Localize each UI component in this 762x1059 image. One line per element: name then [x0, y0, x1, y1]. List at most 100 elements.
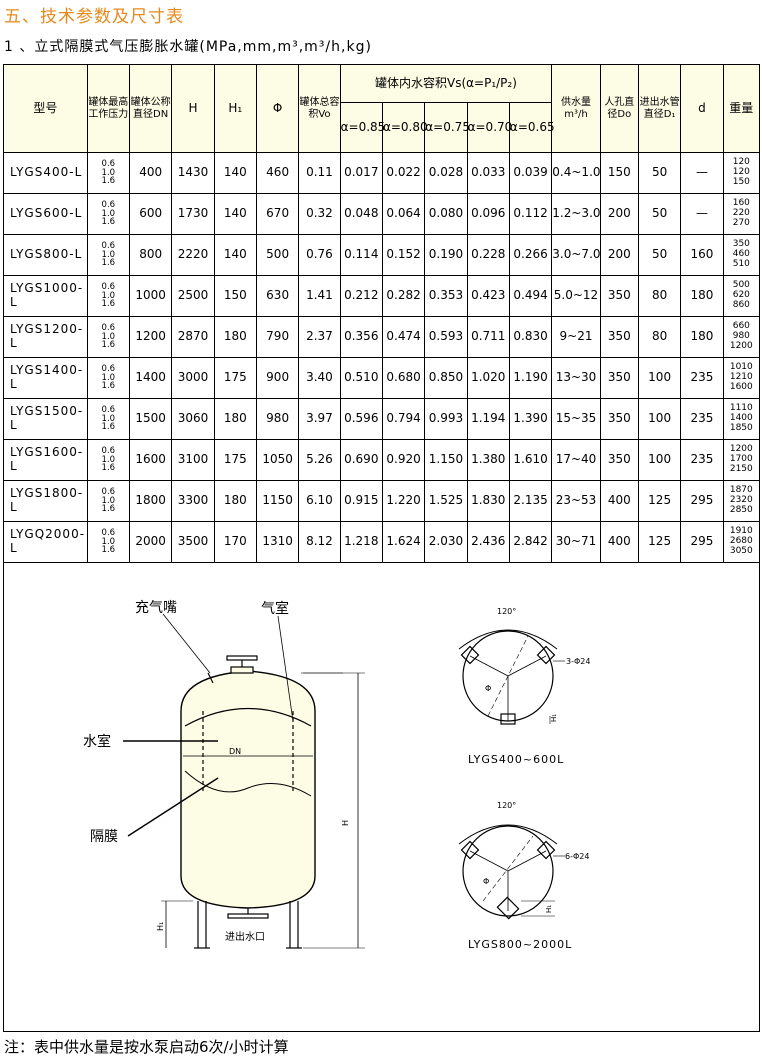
- cell-model: LYGS600-L: [3, 193, 88, 235]
- cell-dn: 1500: [128, 398, 173, 440]
- cell-vs: 0.596: [339, 398, 383, 440]
- weight-value: 1210: [729, 372, 753, 383]
- cell-vs: 0.048: [339, 193, 383, 235]
- header-pressure: 罐体最高工作压力: [86, 64, 130, 153]
- header-dn: 罐体公称直径DN: [128, 64, 173, 153]
- pressure-value: 1.6: [101, 217, 116, 228]
- cell-h: 3100: [171, 439, 215, 481]
- header-manhole: 人孔直径Do: [599, 64, 639, 153]
- pressure-value: 0.6: [101, 158, 116, 169]
- header-weight: 重量: [722, 64, 761, 153]
- cell-vs: 1.020: [466, 357, 510, 399]
- label-dn: DN: [229, 747, 241, 756]
- cell-d1: 100: [637, 439, 682, 481]
- cell-model: LYGS1200-L: [3, 316, 88, 358]
- weight-value: 350: [732, 239, 750, 250]
- cell-h1: 175: [213, 357, 257, 399]
- header-supply: 供水量m³/h: [551, 64, 601, 153]
- cell-do: 150: [599, 152, 639, 194]
- cell-do: 400: [599, 521, 639, 563]
- label-water-chamber: 水室: [83, 733, 111, 750]
- cell-phi: 460: [255, 152, 300, 194]
- top-view-800-2000: [458, 824, 565, 920]
- weight-value: 150: [732, 176, 750, 187]
- cell-vs: 0.228: [466, 234, 510, 276]
- pressure-value: 0.6: [101, 404, 116, 415]
- cell-dn: 1400: [128, 357, 173, 399]
- weight-value: 660: [732, 321, 750, 332]
- cell-d: 295: [680, 480, 724, 522]
- cell-vs: 1.830: [466, 480, 510, 522]
- weight-value: 1010: [729, 362, 753, 373]
- tv2-holes: 6-Φ24: [565, 852, 589, 861]
- header-phi: Φ: [255, 64, 300, 153]
- weight-value: 2320: [729, 495, 753, 506]
- cell-h1: 140: [213, 234, 257, 276]
- pressure-value: 1.0: [101, 495, 116, 506]
- cell-vs: 0.096: [466, 193, 510, 235]
- cell-d1: 50: [637, 234, 682, 276]
- pressure-value: 1.0: [101, 331, 116, 342]
- tank-drawing: 充气嘴 气室 水室 隔膜 DN H H₁ 进出水口 120° 3-Φ24 Φ H…: [83, 600, 590, 951]
- cell-vs: 0.423: [466, 275, 510, 317]
- cell-vs: 1.525: [424, 480, 468, 522]
- cell-vs: 0.028: [424, 152, 468, 194]
- header-alpha-4: α=0.65: [508, 102, 555, 153]
- cell-supply: 5.0~12: [551, 275, 601, 317]
- weight-value: 2150: [729, 463, 753, 474]
- cell-vo: 5.26: [298, 439, 341, 481]
- weight-value: 860: [732, 299, 750, 310]
- cell-vs: 0.711: [466, 316, 510, 358]
- cell-dn: 600: [128, 193, 173, 235]
- cell-vs: 0.915: [339, 480, 383, 522]
- weight-value: 1400: [729, 413, 753, 424]
- table-subtitle: 1 、立式隔膜式气压膨胀水罐(MPa,mm,m³,m³/h,kg): [4, 39, 372, 55]
- tv2-phi: Φ: [483, 877, 489, 886]
- cell-vs: 1.150: [424, 439, 468, 481]
- cell-do: 350: [599, 439, 639, 481]
- label-diaphragm: 隔膜: [90, 829, 118, 845]
- cell-vs: 1.194: [466, 398, 510, 440]
- cell-model: LYGS1000-L: [3, 275, 88, 317]
- pressure-value: 1.0: [101, 208, 116, 219]
- spec-table: 型号 罐体最高工作压力 罐体公称直径DN H H₁ Φ 罐体总容积Vo 罐体内水…: [3, 64, 761, 563]
- pressure-value: 1.0: [101, 249, 116, 260]
- cell-vs: 0.080: [424, 193, 468, 235]
- pressure-value: 1.6: [101, 176, 116, 187]
- cell-supply: 3.0~7.0: [551, 234, 601, 276]
- weight-value: 460: [732, 249, 750, 260]
- header-alpha-3: α=0.70: [466, 102, 512, 153]
- tv1-phi: Φ: [485, 684, 491, 693]
- weight-value: 220: [732, 208, 750, 219]
- cell-model: LYGS1800-L: [3, 480, 88, 522]
- weight-value: 500: [732, 280, 750, 291]
- pressure-value: 0.6: [101, 445, 116, 456]
- section-title: 五、技术参数及尺寸表: [4, 7, 184, 27]
- header-h: H: [171, 64, 215, 153]
- weight-value: 1200: [729, 444, 753, 455]
- weight-value: 120: [732, 157, 750, 168]
- cell-do: 350: [599, 275, 639, 317]
- cell-h: 2500: [171, 275, 215, 317]
- cell-d: 180: [680, 275, 724, 317]
- cell-vs: 2.135: [508, 480, 553, 522]
- cell-vo: 0.11: [298, 152, 341, 194]
- cell-h1: 180: [213, 398, 257, 440]
- cell-d: 180: [680, 316, 724, 358]
- cell-vs: 0.152: [381, 234, 426, 276]
- weight-value: 1850: [729, 422, 753, 433]
- cell-vs: 0.494: [508, 275, 553, 317]
- pressure-value: 0.6: [101, 281, 116, 292]
- cell-supply: 30~71: [551, 521, 601, 563]
- cell-h1: 180: [213, 480, 257, 522]
- header-h1: H₁: [213, 64, 257, 153]
- pressure-value: 1.6: [101, 299, 116, 310]
- cell-do: 350: [599, 357, 639, 399]
